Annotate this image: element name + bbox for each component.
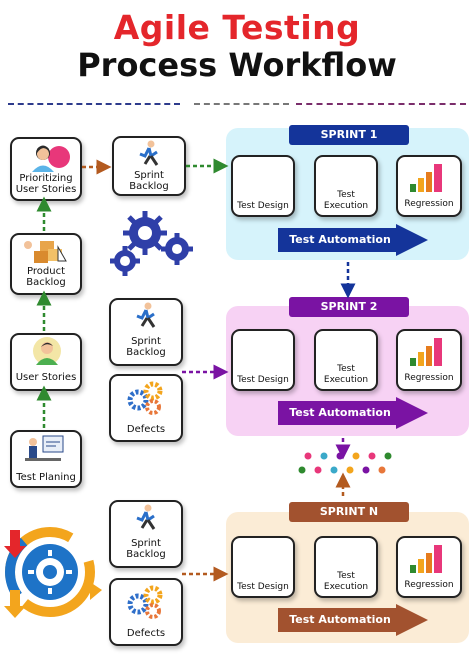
bar-chart-icon	[410, 338, 442, 366]
sprintN-defects-card: Defects	[109, 578, 183, 646]
sprintN-test-design-card: Test Design	[231, 536, 295, 598]
boxes-icon	[24, 241, 67, 263]
sprint1-test-execution-card: Test Execution	[314, 155, 378, 217]
test-planing-card: Test Planing	[10, 430, 82, 488]
page-subtitle: Process Workflow	[77, 46, 397, 84]
sprint1-automation-arrow	[278, 224, 428, 256]
sprint2-test-design-card: Test Design	[231, 329, 295, 391]
prioritizing-label: Prioritizing User Stories	[15, 173, 77, 195]
sprint1-test-design-card: Test Design	[231, 155, 295, 217]
planning-icon	[25, 435, 64, 461]
runner-icon	[139, 140, 159, 166]
user-icon	[33, 337, 61, 365]
sprint2-defects-label: Defects	[126, 424, 166, 435]
sprint1-backlog-card: Sprint Backlog	[112, 136, 186, 196]
sprint1-regression-card: Regression	[396, 155, 462, 217]
runner-icon	[136, 302, 156, 328]
sprint1-label: SPRINT 1	[289, 125, 409, 145]
sprint2-backlog-card: Sprint Backlog	[109, 298, 183, 366]
sprint2-regression-card: Regression	[396, 329, 462, 391]
divider-middle	[194, 103, 289, 105]
page-title: Agile Testing	[113, 8, 361, 47]
cycle-gear-icon	[4, 527, 102, 618]
gears-small-icon	[127, 585, 163, 619]
test-planing-label: Test Planing	[16, 472, 76, 483]
sprintN-test-execution-label: Test Execution	[323, 571, 369, 592]
gears-small-icon	[127, 381, 163, 415]
sprint2-test-execution-card: Test Execution	[314, 329, 378, 391]
sprint2-automation-arrow	[278, 397, 428, 429]
sprint2-backlog-label: Sprint Backlog	[126, 336, 166, 358]
sprint2-test-execution-label: Test Execution	[323, 364, 369, 385]
sprintN-automation-arrow	[278, 604, 428, 636]
divider-left	[8, 103, 180, 105]
sprintN-test-design-label: Test Design	[237, 582, 289, 592]
sprint2-defects-card: Defects	[109, 374, 183, 442]
sprint1-backlog-label: Sprint Backlog	[129, 170, 169, 192]
sprintN-regression-card: Regression	[396, 536, 462, 598]
sprintN-label: SPRINT N	[289, 502, 409, 522]
sprintN-regression-label: Regression	[404, 580, 454, 590]
divider-right	[296, 103, 466, 105]
sprint1-test-design-label: Test Design	[237, 201, 289, 211]
sprintN-backlog-card: Sprint Backlog	[109, 500, 183, 568]
sprint2-test-design-label: Test Design	[237, 375, 289, 385]
sprint2-regression-label: Regression	[404, 373, 454, 383]
sprint2-label: SPRINT 2	[289, 297, 409, 317]
product-backlog-label: Product Backlog	[26, 266, 66, 288]
team-icon	[32, 145, 70, 172]
runner-icon	[136, 504, 156, 530]
sprint1-regression-label: Regression	[404, 199, 454, 209]
sprintN-automation-label: Test Automation	[289, 613, 391, 626]
prioritizing-user-stories-card: Prioritizing User Stories	[10, 137, 82, 201]
sprintN-test-execution-card: Test Execution	[314, 536, 378, 598]
bar-chart-icon	[410, 545, 442, 573]
user-stories-label: User Stories	[15, 372, 77, 383]
sprint2-automation-label: Test Automation	[289, 406, 391, 419]
sprintN-backlog-label: Sprint Backlog	[126, 538, 166, 560]
sprintN-defects-label: Defects	[126, 628, 166, 639]
product-backlog-card: Product Backlog	[10, 233, 82, 295]
sprint1-test-execution-label: Test Execution	[323, 190, 369, 211]
gears-icon	[110, 211, 193, 276]
sprint1-automation-label: Test Automation	[289, 233, 391, 246]
bar-chart-icon	[410, 164, 442, 192]
